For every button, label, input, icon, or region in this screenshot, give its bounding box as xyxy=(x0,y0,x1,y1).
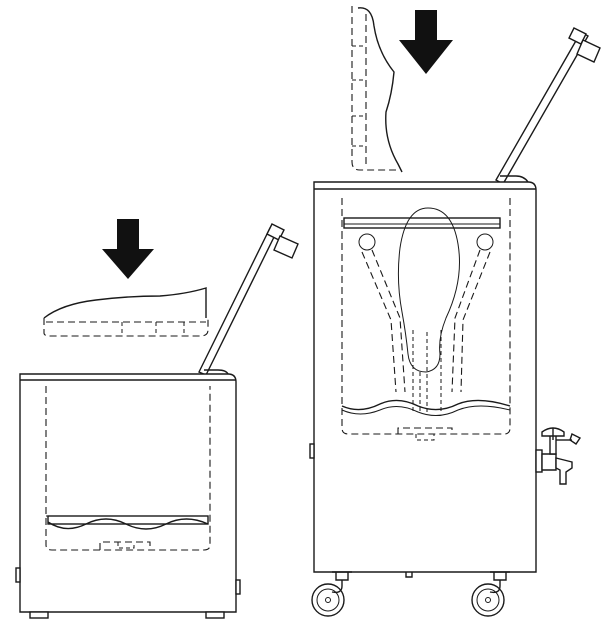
spray-rail xyxy=(343,217,501,229)
boot-icon xyxy=(351,6,403,173)
down-arrow-icon xyxy=(399,10,453,74)
left-nozzle xyxy=(358,233,406,393)
tall-tank-outline xyxy=(341,198,511,441)
small-cabinet xyxy=(15,369,241,619)
caster-wheel-icon xyxy=(471,571,510,617)
shoe-icon xyxy=(43,287,209,337)
small-unit xyxy=(15,219,299,619)
caster-wheel-icon xyxy=(311,571,352,617)
right-nozzle xyxy=(451,233,494,393)
tap-icon xyxy=(535,427,582,485)
tall-handle xyxy=(495,27,601,185)
insole-outline xyxy=(397,207,460,412)
down-arrow-icon xyxy=(102,219,154,279)
tall-brush-tray xyxy=(341,399,511,416)
small-brush-tray xyxy=(47,515,209,530)
tall-cabinet xyxy=(309,175,537,578)
tall-unit xyxy=(309,6,601,617)
small-handle xyxy=(198,223,299,376)
